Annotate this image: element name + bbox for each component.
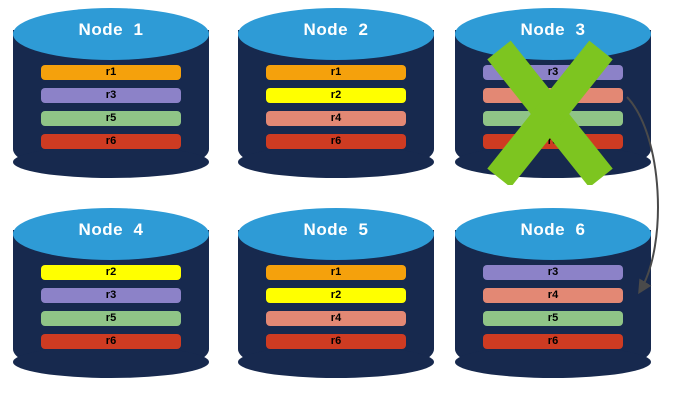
replica-bar[interactable]: r2 [266, 88, 406, 103]
replica-bar[interactable]: r1 [266, 65, 406, 80]
replica-bar[interactable]: r6 [266, 334, 406, 349]
database-node-1[interactable]: Node 1 r1 r3 r5 r6 [13, 8, 209, 188]
cylinder-bottom [13, 146, 209, 178]
replica-bar[interactable]: r3 [483, 65, 623, 80]
replica-list: r1 r3 r5 r6 [41, 65, 181, 157]
database-node-5[interactable]: Node 5 r1 r2 r4 r6 [238, 208, 434, 388]
node-title: Node 2 [303, 20, 369, 39]
cylinder-top [13, 8, 209, 60]
cylinder-bottom [238, 346, 434, 378]
replica-bar[interactable]: r3 [41, 288, 181, 303]
replica-bar[interactable]: r2 [41, 265, 181, 280]
cylinder-top [13, 208, 209, 260]
database-node-4[interactable]: Node 4 r2 r3 r5 r6 [13, 208, 209, 388]
cylinder-top [238, 8, 434, 60]
replica-bar[interactable]: r3 [41, 88, 181, 103]
replica-bar[interactable]: r4 [483, 288, 623, 303]
replica-bar[interactable]: r1 [266, 265, 406, 280]
cylinder-top [455, 208, 651, 260]
node-title: Node 5 [303, 220, 369, 239]
node-title: Node 6 [520, 220, 586, 239]
replica-list: r3 r4 r5 r6 [483, 65, 623, 157]
database-node-6[interactable]: Node 6 r3 r4 r5 r6 [455, 208, 651, 388]
replica-list: r3 r4 r5 r6 [483, 265, 623, 357]
replica-bar[interactable]: r6 [266, 134, 406, 149]
cylinder-bottom [455, 346, 651, 378]
replica-bar[interactable]: r1 [41, 65, 181, 80]
replica-bar[interactable]: r2 [266, 288, 406, 303]
replica-bar[interactable]: r3 [483, 265, 623, 280]
replica-bar[interactable]: r5 [483, 311, 623, 326]
replica-bar[interactable]: r6 [483, 334, 623, 349]
replica-bar[interactable]: r4 [266, 311, 406, 326]
replica-bar[interactable]: r6 [483, 134, 623, 149]
replica-list: r2 r3 r5 r6 [41, 265, 181, 357]
node-title: Node 3 [520, 20, 586, 39]
node-title: Node 1 [78, 20, 144, 39]
node-title: Node 4 [78, 220, 144, 239]
replica-bar[interactable]: r5 [483, 111, 623, 126]
replica-list: r1 r2 r4 r6 [266, 265, 406, 357]
database-node-3[interactable]: Node 3 r3 r4 r5 r6 [455, 8, 651, 188]
replica-bar[interactable]: r4 [266, 111, 406, 126]
cylinder-bottom [238, 146, 434, 178]
replica-bar[interactable]: r6 [41, 134, 181, 149]
replica-bar[interactable]: r4 [483, 88, 623, 103]
replica-bar[interactable]: r5 [41, 311, 181, 326]
replica-list: r1 r2 r4 r6 [266, 65, 406, 157]
replica-bar[interactable]: r6 [41, 334, 181, 349]
cylinder-top [238, 208, 434, 260]
cylinder-bottom [13, 346, 209, 378]
replica-bar[interactable]: r5 [41, 111, 181, 126]
database-node-2[interactable]: Node 2 r1 r2 r4 r6 [238, 8, 434, 188]
